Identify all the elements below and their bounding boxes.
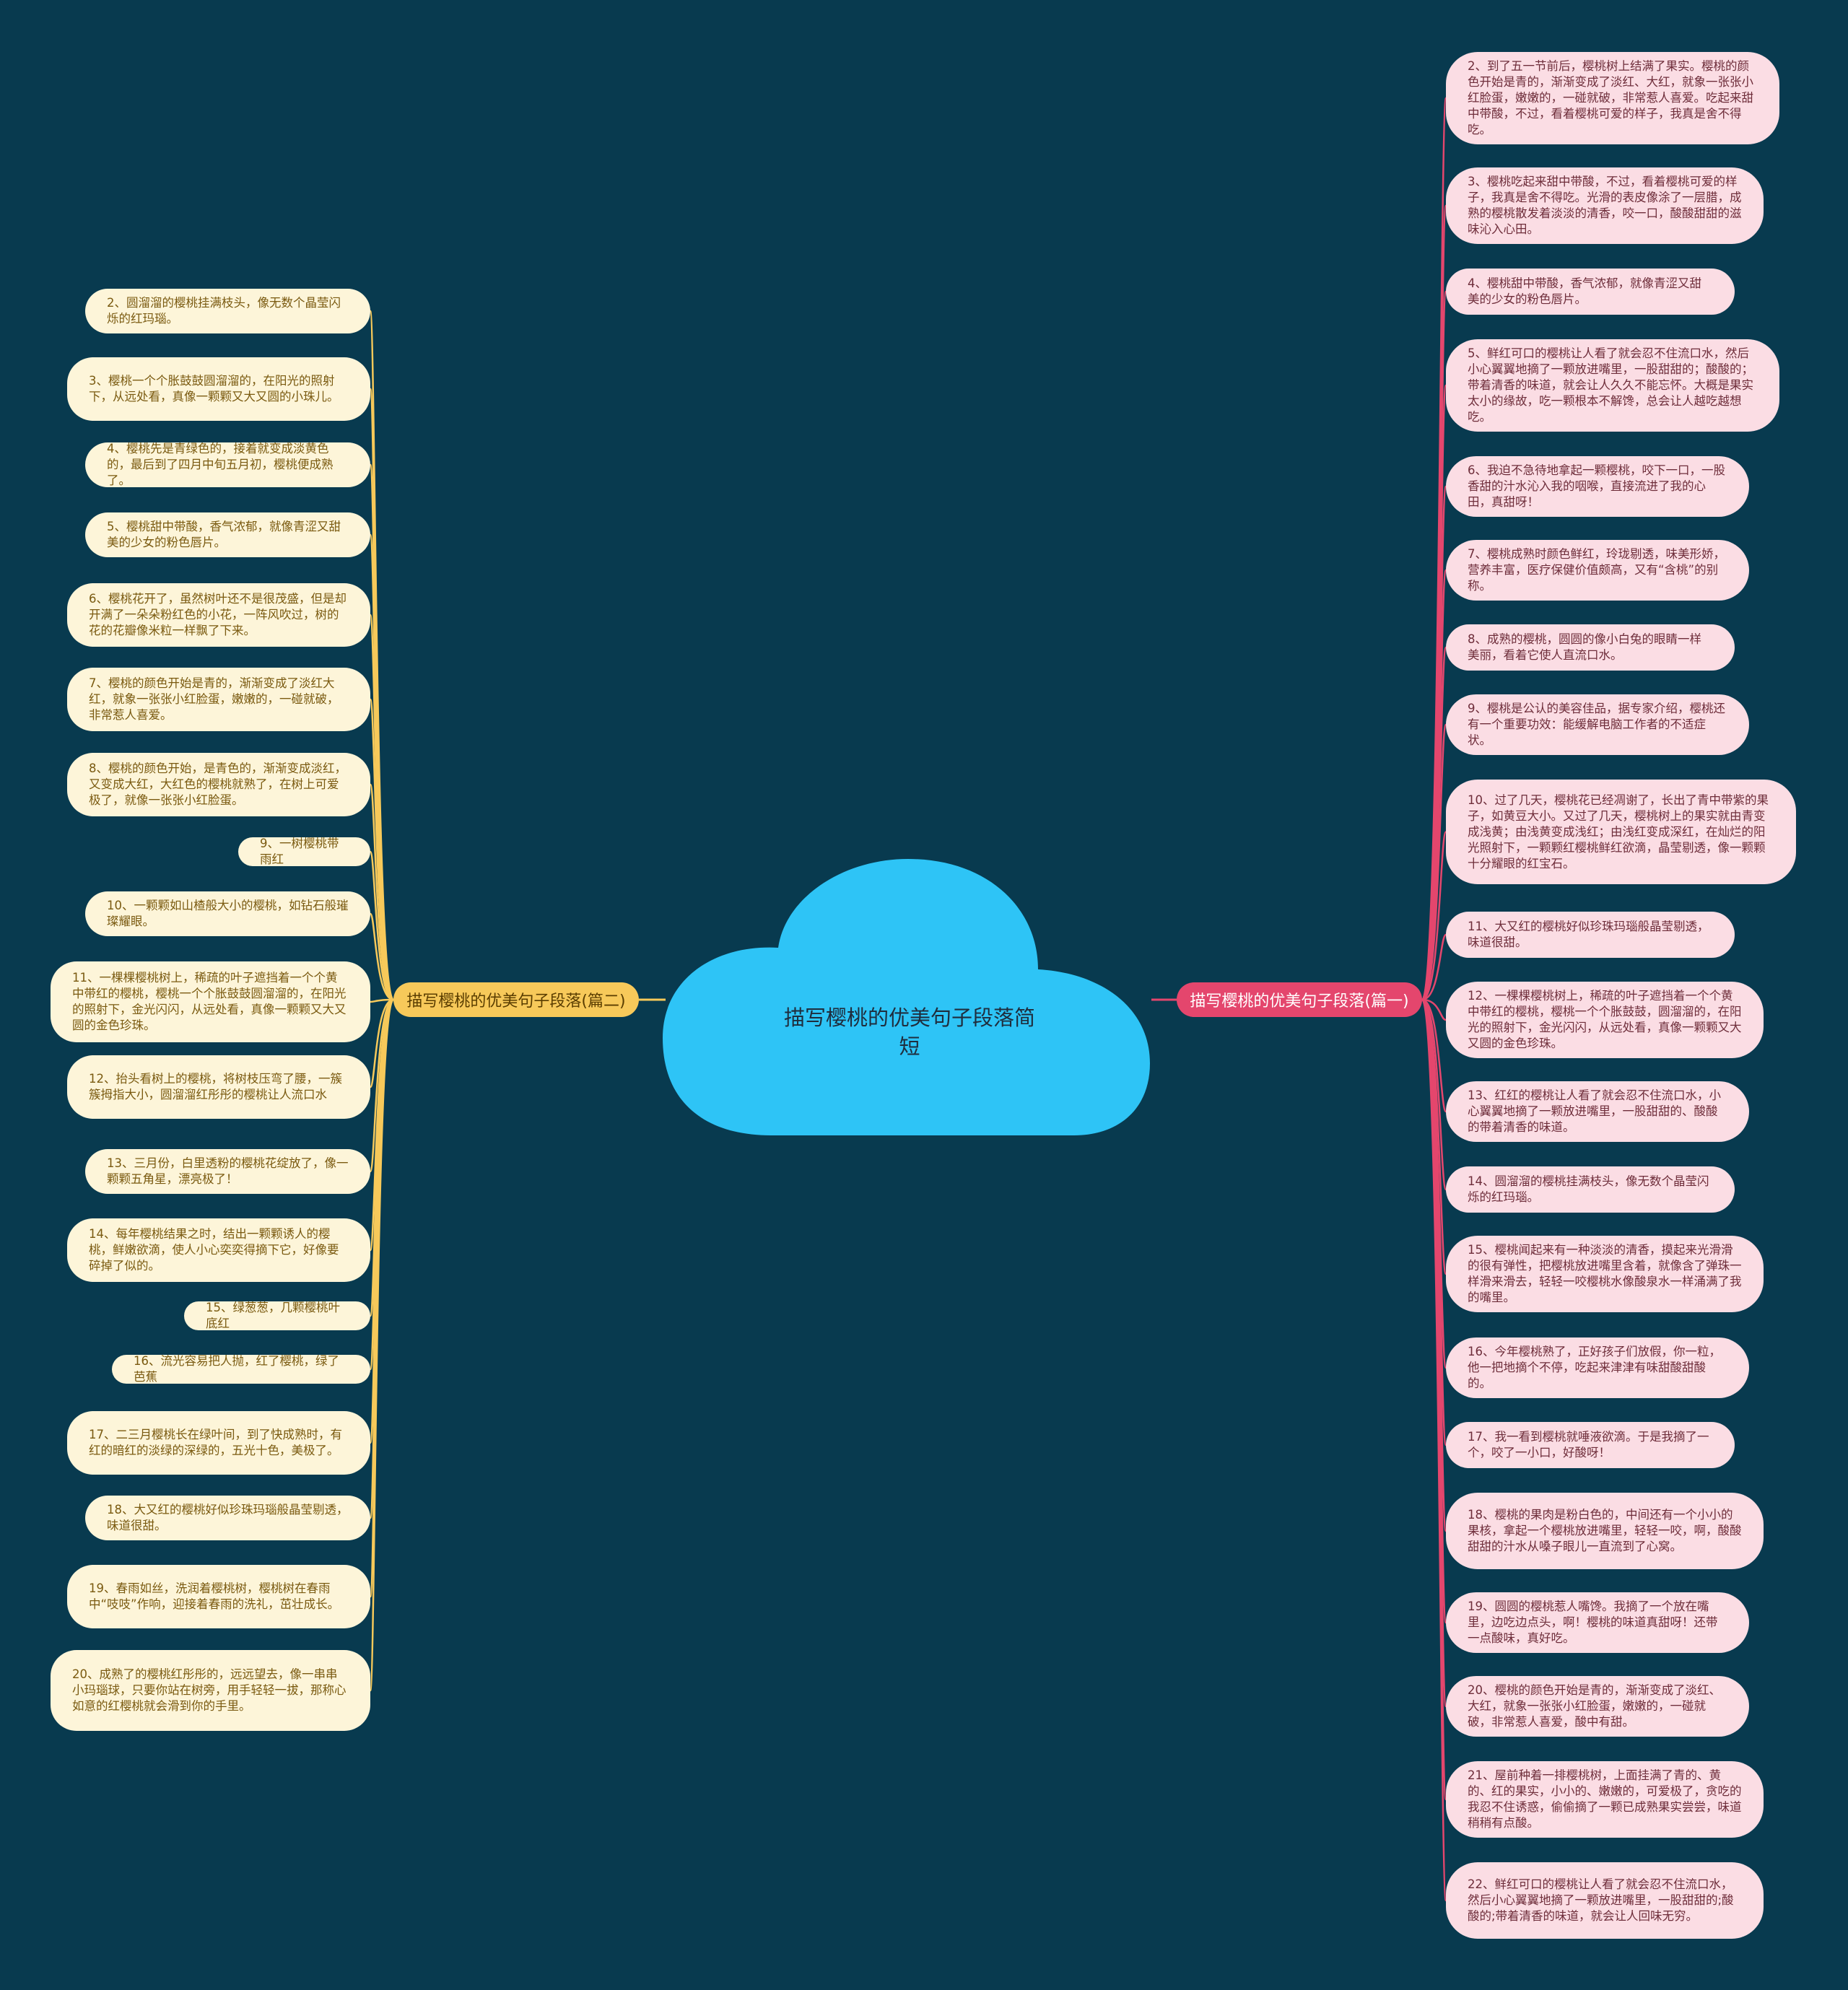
left-node-item[interactable]: 10、一颗颗如山楂般大小的樱桃，如钻石般璀璨耀眼。 (85, 891, 370, 936)
right-node-item[interactable]: 5、鲜红可口的樱桃让人看了就会忍不住流口水，然后小心翼翼地摘了一颗放进嘴里，一股… (1446, 339, 1779, 432)
center-cloud-shape (663, 859, 1150, 1135)
right-node-item[interactable]: 11、大又红的樱桃好似珍珠玛瑙般晶莹剔透，味道很甜。 (1446, 912, 1735, 958)
left-node-item[interactable]: 14、每年樱桃结果之时，结出一颗颗诱人的樱桃，鲜嫩欲滴，使人小心奕奕得摘下它，好… (67, 1218, 370, 1282)
left-node-item[interactable]: 19、春雨如丝，洗润着樱桃树，樱桃树在春雨中“吱吱”作响，迎接着春雨的洗礼，茁壮… (67, 1565, 370, 1628)
left-node-item[interactable]: 15、绿葱葱，几颗樱桃叶底红 (184, 1301, 370, 1330)
central-topic[interactable]: 描写樱桃的优美句子段落简短 (783, 1005, 1035, 1059)
left-node-item[interactable]: 8、樱桃的颜色开始，是青色的，渐渐变成淡红，又变成大红，大红色的樱桃就熟了，在树… (67, 753, 370, 816)
right-node-item[interactable]: 14、圆溜溜的樱桃挂满枝头，像无数个晶莹闪烁的红玛瑙。 (1446, 1166, 1735, 1213)
left-node-item[interactable]: 3、樱桃一个个胀鼓鼓圆溜溜的，在阳光的照射下，从远处看，真像一颗颗又大又圆的小珠… (67, 357, 370, 421)
right-node-item[interactable]: 10、过了几天，樱桃花已经凋谢了，长出了青中带紫的果子，如黄豆大小。又过了几天，… (1446, 780, 1796, 884)
right-node-item[interactable]: 22、鲜红可口的樱桃让人看了就会忍不住流口水，然后小心翼翼地摘了一颗放进嘴里，一… (1446, 1862, 1764, 1939)
left-node-item[interactable]: 6、樱桃花开了，虽然树叶还不是很茂盛，但是却开满了一朵朵粉红色的小花，一阵风吹过… (67, 583, 370, 647)
left-node-item[interactable]: 20、成熟了的樱桃红彤彤的，远远望去，像一串串小玛瑙球，只要你站在树旁，用手轻轻… (51, 1650, 370, 1731)
left-node-item[interactable]: 12、抬头看树上的樱桃，将树枝压弯了腰，一簇簇拇指大小，圆溜溜红彤彤的樱桃让人流… (67, 1055, 370, 1119)
left-node-item[interactable]: 16、流光容易把人抛，红了樱桃，绿了芭蕉 (112, 1355, 370, 1384)
left-node-item[interactable]: 18、大又红的樱桃好似珍珠玛瑙般晶莹剔透，味道很甜。 (85, 1496, 370, 1540)
right-node-item[interactable]: 12、一棵棵樱桃树上，稀疏的叶子遮挡着一个个黄中带红的樱桃，樱桃一个个胀鼓鼓，圆… (1446, 982, 1764, 1058)
branch-right-topic[interactable]: 描写樱桃的优美句子段落(篇一) (1177, 982, 1422, 1017)
right-node-item[interactable]: 2、到了五一节前后，樱桃树上结满了果实。樱桃的颜色开始是青的，渐渐变成了淡红、大… (1446, 52, 1779, 144)
left-node-item[interactable]: 13、三月份，白里透粉的樱桃花绽放了，像一颗颗五角星，漂亮极了！ (85, 1149, 370, 1194)
right-node-item[interactable]: 3、樱桃吃起来甜中带酸，不过，看着樱桃可爱的样子，我真是舍不得吃。光滑的表皮像涂… (1446, 167, 1764, 244)
left-node-item[interactable]: 5、樱桃甜中带酸，香气浓郁，就像青涩又甜美的少女的粉色唇片。 (85, 512, 370, 557)
right-node-item[interactable]: 17、我一看到樱桃就唾液欲滴。于是我摘了一个，咬了一小口，好酸呀！ (1446, 1422, 1735, 1468)
left-node-item[interactable]: 7、樱桃的颜色开始是青的，渐渐变成了淡红大红，就象一张张小红脸蛋，嫩嫩的，一碰就… (67, 668, 370, 731)
right-node-item[interactable]: 21、屋前种着一排樱桃树，上面挂满了青的、黄的、红的果实，小小的、嫩嫩的，可爱极… (1446, 1761, 1764, 1838)
left-node-item[interactable]: 9、一树樱桃带雨红 (238, 837, 370, 866)
left-node-item[interactable]: 11、一棵棵樱桃树上，稀疏的叶子遮挡着一个个黄中带红的樱桃，樱桃一个个胀鼓鼓圆溜… (51, 961, 370, 1042)
left-node-item[interactable]: 17、二三月樱桃长在绿叶间，到了快成熟时，有红的暗红的淡绿的深绿的，五光十色，美… (67, 1411, 370, 1475)
right-node-item[interactable]: 18、樱桃的果肉是粉白色的，中间还有一个小小的果核，拿起一个樱桃放进嘴里，轻轻一… (1446, 1493, 1764, 1569)
right-node-item[interactable]: 8、成熟的樱桃，圆圆的像小白兔的眼睛一样美丽，看着它使人直流口水。 (1446, 624, 1735, 671)
right-node-item[interactable]: 9、樱桃是公认的美容佳品，据专家介绍，樱桃还有一个重要功效：能缓解电脑工作者的不… (1446, 694, 1749, 755)
branch-left-topic[interactable]: 描写樱桃的优美句子段落(篇二) (393, 982, 639, 1017)
right-node-item[interactable]: 15、樱桃闻起来有一种淡淡的清香，摸起来光滑滑的很有弹性，把樱桃放进嘴里含着，就… (1446, 1236, 1764, 1312)
left-node-item[interactable]: 2、圆溜溜的樱桃挂满枝头，像无数个晶莹闪烁的红玛瑙。 (85, 289, 370, 333)
right-node-item[interactable]: 4、樱桃甜中带酸，香气浓郁，就像青涩又甜美的少女的粉色唇片。 (1446, 269, 1735, 315)
right-node-item[interactable]: 13、红红的樱桃让人看了就会忍不住流口水，小心翼翼地摘了一颗放进嘴里，一股甜甜的… (1446, 1081, 1749, 1142)
left-node-item[interactable]: 4、樱桃先是青绿色的，接着就变成淡黄色的，最后到了四月中旬五月初，樱桃便成熟了。 (85, 442, 370, 487)
right-node-item[interactable]: 6、我迫不急待地拿起一颗樱桃，咬下一口，一股香甜的汁水沁入我的咽喉，直接流进了我… (1446, 456, 1749, 517)
right-node-item[interactable]: 16、今年樱桃熟了，正好孩子们放假，你一粒，他一把地摘个不停，吃起来津津有味甜酸… (1446, 1337, 1749, 1398)
right-node-item[interactable]: 19、圆圆的樱桃惹人嘴馋。我摘了一个放在嘴里，边吃边点头，啊！樱桃的味道真甜呀！… (1446, 1592, 1749, 1653)
right-node-item[interactable]: 7、樱桃成熟时颜色鲜红，玲珑剔透，味美形娇，营养丰富，医疗保健价值颇高，又有“含… (1446, 540, 1749, 601)
right-node-item[interactable]: 20、樱桃的颜色开始是青的，渐渐变成了淡红、大红，就象一张张小红脸蛋，嫩嫩的，一… (1446, 1676, 1749, 1737)
